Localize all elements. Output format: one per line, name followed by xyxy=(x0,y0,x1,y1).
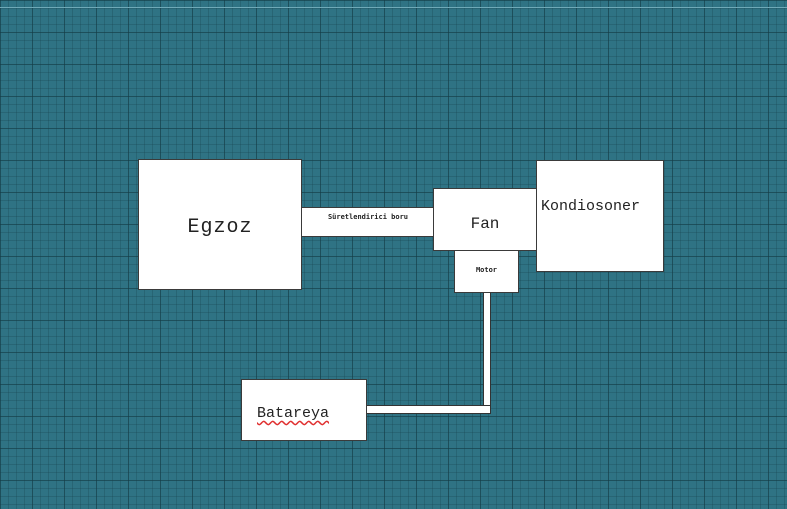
fan-box[interactable]: Fan xyxy=(433,188,537,251)
egzoz-label: Egzoz xyxy=(187,216,253,239)
pipe-connector-box[interactable]: Süretlendirici boru xyxy=(301,207,435,237)
kondiosoner-box[interactable]: Kondiosoner xyxy=(536,160,664,272)
batareya-label: Batareya xyxy=(257,405,330,422)
batareya-box[interactable]: Batareya xyxy=(241,379,367,441)
fan-label: Fan xyxy=(470,215,500,233)
motor-label: Motor xyxy=(475,266,498,274)
kondiosoner-label: Kondiosoner xyxy=(541,198,641,215)
motor-box[interactable]: Motor xyxy=(454,250,519,293)
motor-battery-wire-vertical[interactable] xyxy=(483,292,491,414)
egzoz-box[interactable]: Egzoz xyxy=(138,159,302,290)
top-guide-line xyxy=(0,7,787,8)
motor-battery-wire-horizontal[interactable] xyxy=(365,405,491,414)
pipe-connector-label: Süretlendirici boru xyxy=(327,213,409,221)
